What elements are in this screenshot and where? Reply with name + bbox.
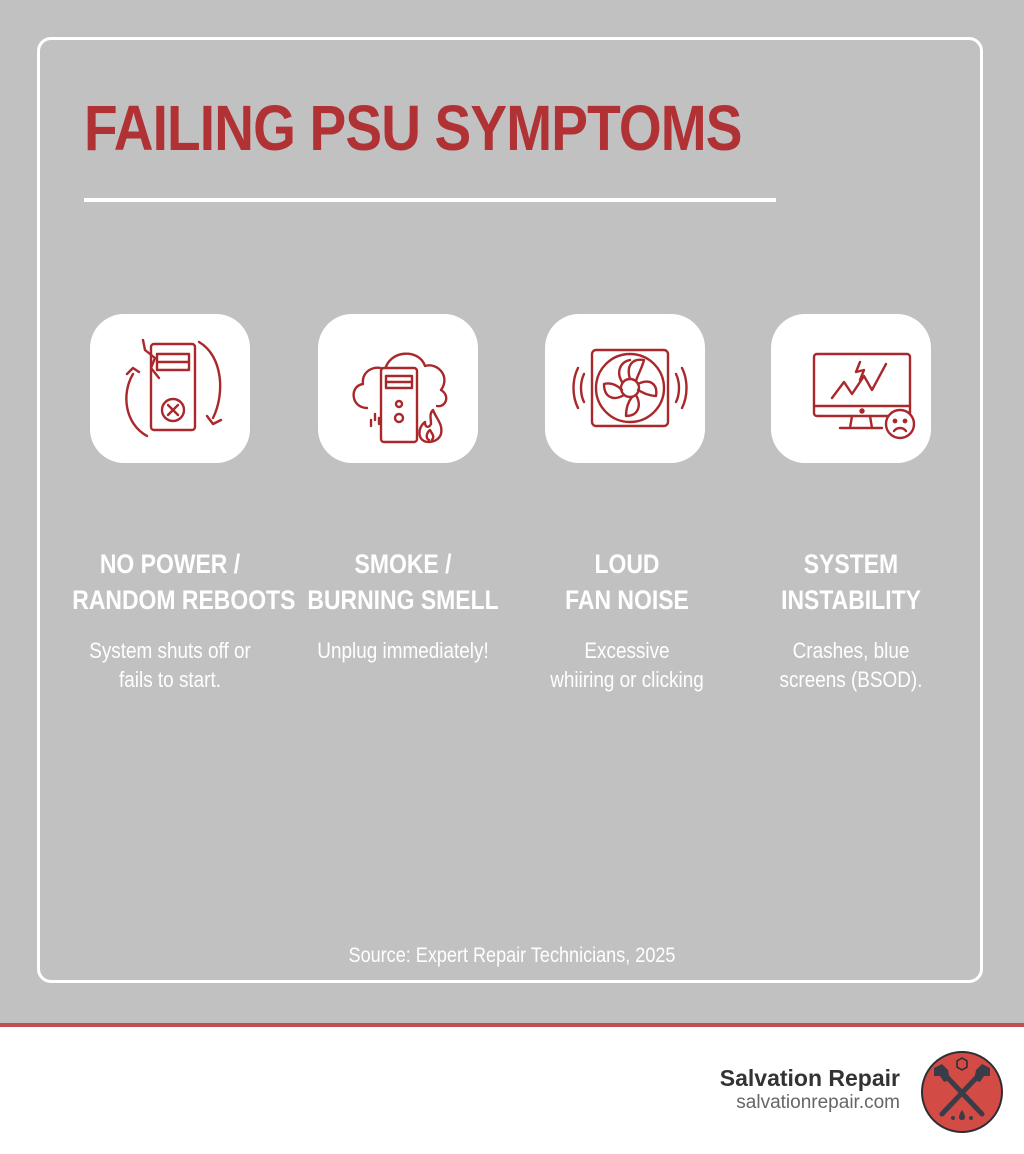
symptom-card-instability bbox=[771, 314, 931, 463]
symptom-smoke: SMOKE / BURNING SMELL Unplug immediately… bbox=[288, 546, 518, 665]
symptom-description: System shuts off or fails to start. bbox=[89, 638, 251, 692]
symptom-description: Excessive whiiring or clicking bbox=[550, 638, 704, 692]
brand-block: Salvation Repair salvationrepair.com bbox=[720, 1064, 900, 1114]
brand-name: Salvation Repair bbox=[719, 1065, 900, 1091]
symptom-heading: LOUD FAN NOISE bbox=[565, 549, 689, 615]
footer-divider bbox=[0, 1023, 1024, 1027]
source-citation: Source: Expert Repair Technicians, 2025 bbox=[348, 944, 676, 967]
crossed-wrenches-icon bbox=[921, 1051, 1003, 1133]
symptom-instability: SYSTEM INSTABILITY Crashes, blue screens… bbox=[736, 546, 966, 694]
loud-fan-icon bbox=[572, 348, 688, 427]
smoke-burning-psu-icon bbox=[352, 351, 448, 443]
symptom-description: Unplug immediately! bbox=[317, 638, 489, 663]
symptom-heading: SMOKE / BURNING SMELL bbox=[307, 549, 499, 615]
symptom-card-no-power bbox=[90, 314, 250, 463]
title-divider bbox=[84, 198, 776, 202]
symptom-card-smoke bbox=[318, 314, 478, 463]
symptom-description: Crashes, blue screens (BSOD). bbox=[779, 638, 923, 692]
symptom-no-power: NO POWER / RANDOM REBOOTS System shuts o… bbox=[55, 546, 296, 694]
psu-reboot-icon bbox=[125, 338, 223, 437]
content-panel bbox=[37, 37, 983, 983]
brand-url[interactable]: salvationrepair.com bbox=[736, 1092, 900, 1113]
unstable-monitor-icon bbox=[812, 352, 916, 439]
symptom-card-fan bbox=[545, 314, 705, 463]
symptom-heading: NO POWER / RANDOM REBOOTS bbox=[72, 549, 296, 615]
page-title: FAILING PSU SYMPTOMS bbox=[84, 92, 742, 164]
footer bbox=[0, 1027, 1024, 1154]
symptom-loud-fan: LOUD FAN NOISE Excessive whiiring or cli… bbox=[512, 546, 742, 694]
symptom-heading: SYSTEM INSTABILITY bbox=[781, 549, 921, 615]
